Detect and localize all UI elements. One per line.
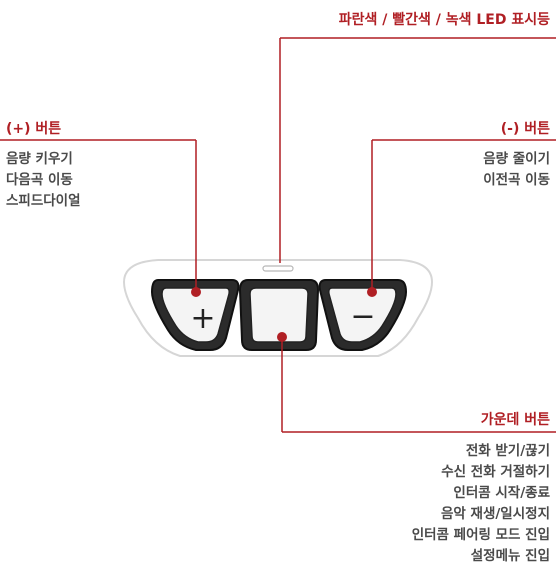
plus-icon: +: [190, 301, 215, 336]
center-function-item: 수신 전화 거절하기: [441, 464, 550, 480]
center-button-title: 가운데 버튼: [480, 412, 550, 428]
minus-function-item: 음량 줄이기: [483, 151, 550, 167]
plus-function-item: 음량 키우기: [6, 151, 73, 167]
center-function-item: 설정메뉴 진입: [470, 548, 550, 564]
callout-lines: [0, 37, 556, 433]
led-indicator: [262, 265, 294, 272]
callout-dots: [191, 287, 377, 342]
plus-callout-dot: [191, 287, 201, 297]
center-button[interactable]: [238, 279, 320, 351]
minus-callout-dot: [367, 287, 377, 297]
center-function-item: 음악 재생/일시정지: [441, 506, 550, 522]
center-function-item: 전화 받기/끊기: [465, 443, 550, 459]
minus-button[interactable]: −: [318, 279, 408, 351]
plus-button[interactable]: +: [150, 279, 240, 351]
center-function-item: 인터콤 시작/종료: [453, 485, 550, 501]
led-title: 파란색 / 빨간색 / 녹색 LED 표시등: [338, 12, 550, 28]
plus-function-item: 스피드다이얼: [6, 193, 81, 209]
center-callout-dot: [277, 332, 287, 342]
center-function-item: 인터콤 페어링 모드 진입: [411, 527, 550, 543]
plus-button-title: (+) 버튼: [6, 121, 62, 137]
minus-function-item: 이전곡 이동: [483, 172, 550, 188]
center-button-functions: 전화 받기/끊기 수신 전화 거절하기 인터콤 시작/종료 음악 재생/일시정지…: [412, 441, 550, 567]
plus-button-functions: 음량 키우기 다음곡 이동 스피드다이얼: [6, 149, 81, 212]
minus-button-title: (-) 버튼: [500, 121, 550, 137]
minus-icon: −: [350, 299, 375, 334]
plus-function-item: 다음곡 이동: [6, 172, 73, 188]
minus-button-functions: 음량 줄이기 이전곡 이동: [483, 149, 550, 191]
